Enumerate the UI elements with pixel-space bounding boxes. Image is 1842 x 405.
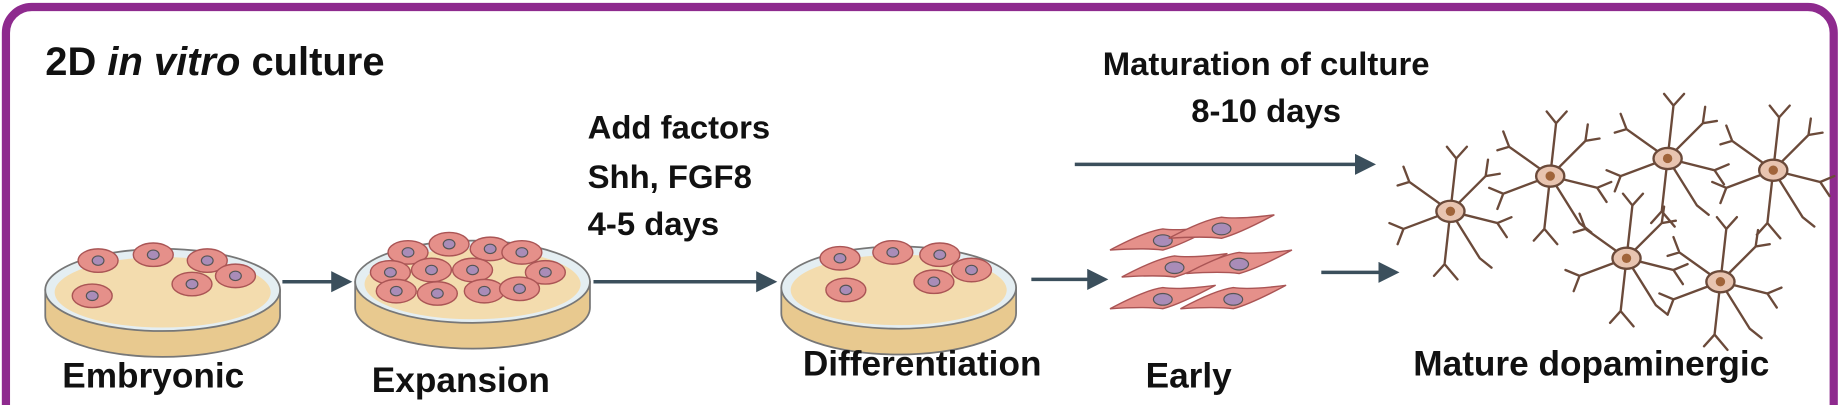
arrows — [282, 153, 1400, 293]
label-mature: Mature dopaminergic — [1413, 345, 1769, 384]
svg-text:Shh, FGF8: Shh, FGF8 — [588, 158, 752, 195]
add-factors-text: Add factors Shh, FGF8 4-5 days — [588, 109, 771, 242]
svg-text:4-5 days: 4-5 days — [588, 205, 720, 242]
dish-embryonic — [44, 242, 281, 358]
label-early: Early — [1146, 356, 1233, 395]
svg-text:Maturation of culture: Maturation of culture — [1103, 45, 1430, 82]
label-differentiation: Differentiation — [803, 345, 1042, 384]
svg-text:Add factors: Add factors — [588, 109, 771, 146]
svg-text:8-10 days: 8-10 days — [1191, 92, 1341, 129]
maturation-text: Maturation of culture 8-10 days — [1103, 45, 1430, 129]
dish-differentiation — [780, 239, 1017, 356]
label-expansion: Expansion — [372, 361, 550, 400]
panel-title: 2D in vitro culture — [45, 40, 384, 84]
label-embryonic: Embryonic — [62, 356, 244, 395]
